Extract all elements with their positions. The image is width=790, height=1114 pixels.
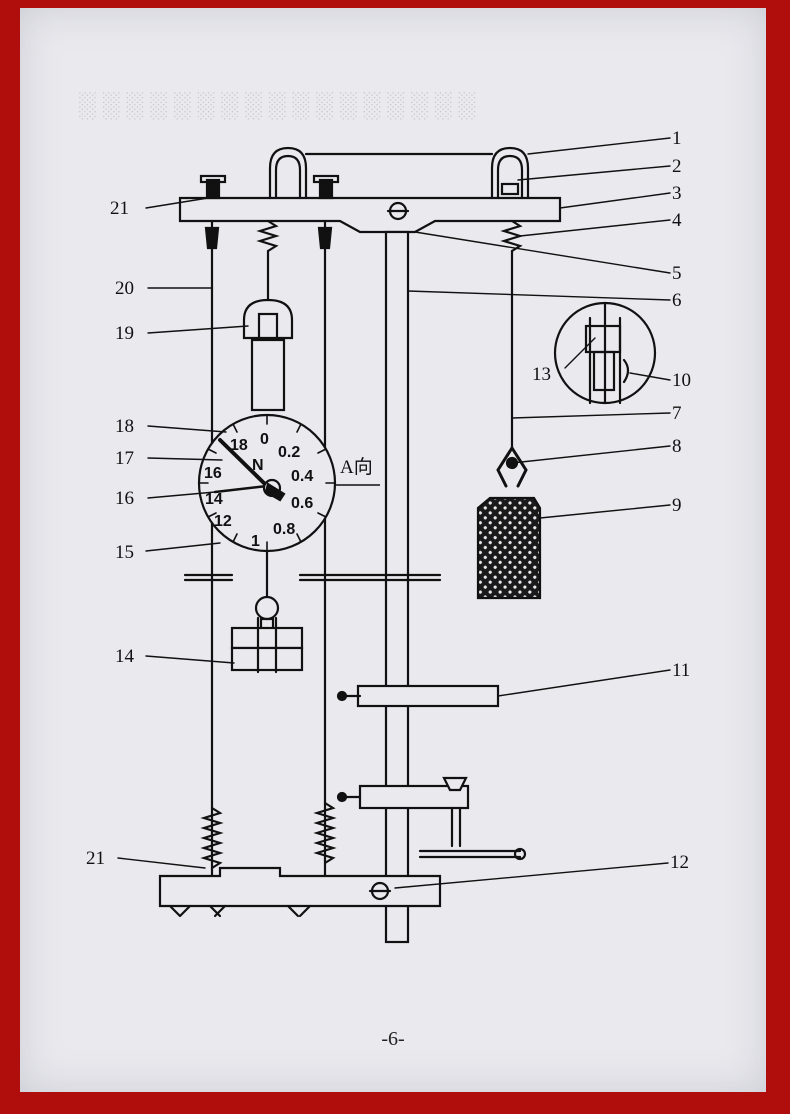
- main-post: [384, 230, 410, 944]
- label-4: 4: [672, 210, 682, 231]
- label-15: 15: [115, 542, 134, 563]
- label-11: 11: [672, 660, 690, 681]
- label-19: 19: [115, 323, 134, 344]
- cap-19: [242, 298, 294, 340]
- direction-label: A向: [340, 456, 373, 478]
- label-14: 14: [115, 646, 135, 667]
- label-2: 2: [672, 156, 682, 177]
- dial-mark-0.2: 0.2: [278, 444, 300, 461]
- label-17: 17: [115, 448, 134, 469]
- label-1: 1: [672, 128, 682, 149]
- dial-mark-14: 14: [205, 491, 223, 508]
- label-8: 8: [672, 436, 682, 457]
- dial-mark-0.4: 0.4: [291, 468, 313, 485]
- apparatus-diagram: 1 2 3 4 5 6 7 8 9 10 11 12 13 14 15 16 1…: [86, 128, 691, 944]
- cylinder: [250, 338, 286, 412]
- top-crossbar: [178, 196, 562, 234]
- clamp-11: [356, 684, 500, 708]
- dial-letter-n: N: [252, 457, 264, 474]
- base-12: [158, 866, 442, 908]
- top-hook-right: [490, 146, 530, 200]
- dial-scale: N 0 0.2 0.4 0.6 0.8 1 12 14 16 18 N: [204, 431, 313, 550]
- bleed-text-line: ░░░░░░░░░░░░░░░░░: [78, 92, 482, 119]
- dial-mark-12: 12: [214, 513, 232, 530]
- label-18: 18: [115, 416, 134, 437]
- page-number: -6-: [381, 1028, 405, 1050]
- label-13: 13: [532, 364, 551, 385]
- label-10: 10: [672, 370, 691, 391]
- weight-14: [230, 626, 304, 650]
- bottom-spring-right: [313, 801, 337, 865]
- dial-mark-0.6: 0.6: [291, 495, 313, 512]
- label-21-top: 21: [110, 198, 129, 219]
- net-bag-9: [476, 496, 542, 600]
- label-21-bottom: 21: [86, 848, 105, 869]
- part-labels: 1 2 3 4 5 6 7 8 9 10 11 12 13 14 15 16 1…: [86, 128, 691, 873]
- dial-mark-1: 1: [251, 533, 260, 550]
- dial-mark-16: 16: [204, 465, 222, 482]
- label-16: 16: [115, 488, 134, 509]
- label-7: 7: [672, 403, 682, 424]
- dial-mark-0.8: 0.8: [273, 521, 295, 538]
- label-12: 12: [670, 852, 689, 873]
- bottom-spring-left: [200, 806, 224, 870]
- scanned-page: ░░░░░░░░░░░░░░░░░: [20, 8, 766, 1092]
- dial-mark-18: 18: [230, 437, 248, 454]
- label-6: 6: [672, 290, 682, 311]
- dial-mark-0: 0: [260, 431, 269, 448]
- label-9: 9: [672, 495, 682, 516]
- top-hook-left: [268, 146, 308, 200]
- top-spring-left: [256, 219, 280, 253]
- label-20: 20: [115, 278, 134, 299]
- label-3: 3: [672, 183, 682, 204]
- label-5: 5: [672, 263, 682, 284]
